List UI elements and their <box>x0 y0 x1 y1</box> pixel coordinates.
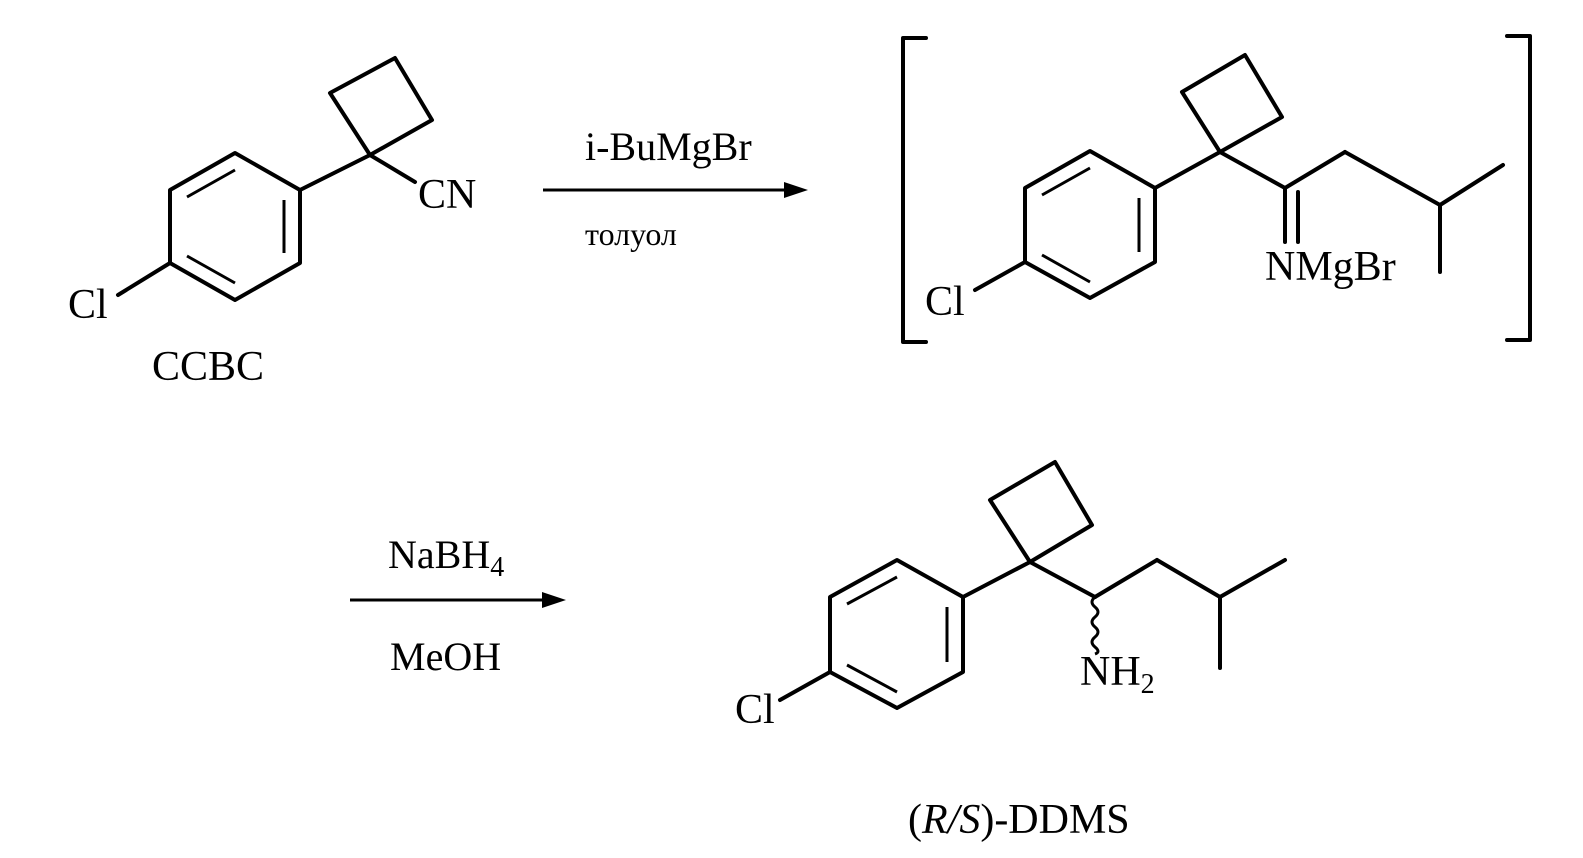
cl-atom-label: Cl <box>68 282 108 328</box>
compound-name-ccbc: CCBC <box>152 344 264 390</box>
amine-nh2-label: NH2 <box>1080 649 1155 700</box>
intermediate-bracket-right <box>1507 36 1530 340</box>
product-cl-label: Cl <box>735 687 775 733</box>
product-ddms-structure <box>780 462 1285 708</box>
intermediate-bracket-left <box>903 38 926 342</box>
compound-name-ddms: (R/S)-DDMS <box>908 797 1130 843</box>
reagent-grignard: i-BuMgBr <box>585 124 752 169</box>
compound-ccbc-structure <box>118 58 432 300</box>
solvent-toluene: толуол <box>585 216 677 252</box>
solvent-methanol: MeOH <box>390 634 501 679</box>
intermediate-cl-label: Cl <box>925 279 965 325</box>
intermediate-structure <box>975 55 1503 298</box>
imine-nmgbr-label: NMgBr <box>1265 244 1396 290</box>
reaction-arrow-step-1 <box>543 182 808 198</box>
reaction-arrow-step-2 <box>350 592 566 608</box>
reagent-borohydride: NaBH4 <box>388 532 504 583</box>
nitrile-label: CN <box>418 172 476 218</box>
